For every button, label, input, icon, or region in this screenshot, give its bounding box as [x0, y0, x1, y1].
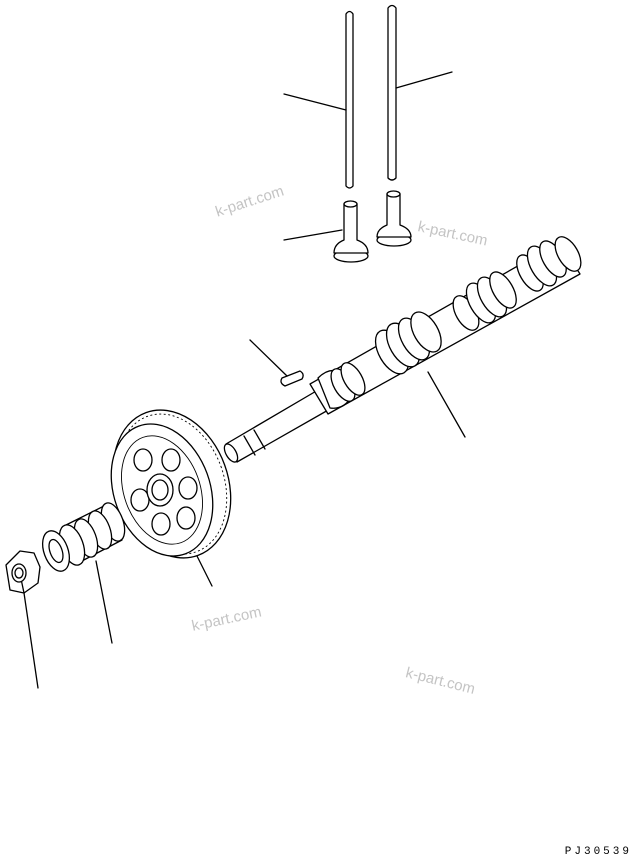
leader-line-collar	[95, 560, 113, 644]
leader-line-tappet	[283, 229, 343, 241]
leader-line-push-rod-left	[283, 93, 347, 111]
leader-line-push-rod-right	[395, 71, 453, 89]
camshaft	[223, 236, 582, 463]
push-rod-right	[387, 4, 397, 181]
leader-line-camshaft	[427, 371, 466, 438]
leader-line-key	[249, 339, 288, 377]
leader-line-gear	[196, 555, 213, 587]
tappet-right	[376, 190, 412, 247]
tappet-left	[333, 200, 369, 263]
hex-nut	[5, 550, 41, 594]
spacer-collar	[41, 502, 126, 572]
cam-gear	[110, 409, 232, 559]
woodruff-key	[280, 370, 304, 387]
push-rod-left	[345, 10, 354, 189]
leader-line-nut	[23, 592, 39, 689]
drawing-code: PJ30539	[564, 846, 632, 858]
